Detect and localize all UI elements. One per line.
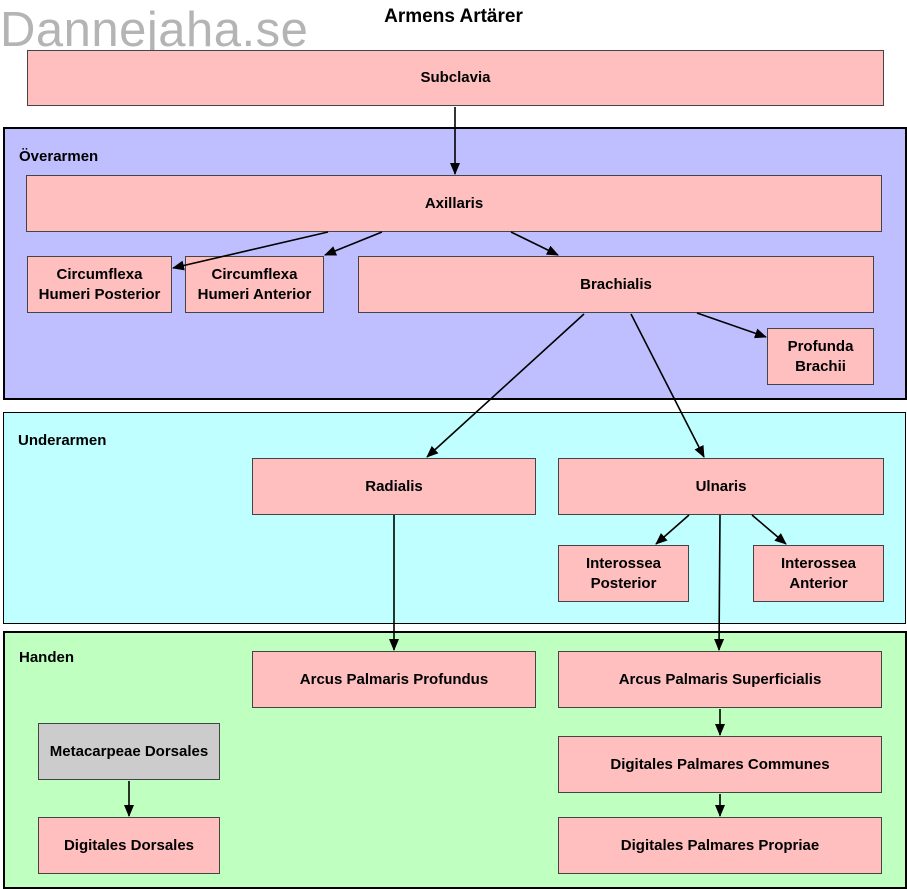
arrow-axillaris-circumflexa-anterior [324, 231, 383, 256]
region-underarmen-label: Underarmen [18, 432, 107, 449]
node-radialis: Radialis [252, 458, 536, 515]
diagram-title: Armens Artärer [384, 6, 523, 27]
node-profunda-brachii: Profunda Brachii [767, 328, 874, 385]
region-handen-label: Handen [19, 649, 75, 666]
node-metacarpeae-dorsales: Metacarpeae Dorsales [38, 723, 220, 780]
arrow-brachialis-radialis [426, 313, 585, 458]
arrow-ulnaris-interossea-anterior [751, 514, 787, 545]
node-digitales-dorsales: Digitales Dorsales [38, 817, 220, 874]
arrow-axillaris-brachialis [510, 231, 559, 256]
node-digitales-palmares-communes: Digitales Palmares Communes [558, 736, 882, 793]
node-interossea-anterior: Interossea Anterior [753, 545, 884, 602]
node-digitales-palmares-propriae: Digitales Palmares Propriae [558, 817, 882, 874]
watermark: Dannejaha.se [0, 3, 309, 57]
arrow-ulnaris-interossea-posterior [655, 514, 690, 545]
arrow-brachialis-ulnaris [630, 313, 705, 458]
node-ulnaris: Ulnaris [558, 458, 884, 515]
arrow-axillaris-circumflexa-posterior [172, 231, 329, 271]
node-interossea-posterior: Interossea Posterior [558, 545, 689, 602]
region-overarmen-label: Överarmen [19, 148, 99, 165]
node-axillaris: Axillaris [26, 175, 882, 232]
arrow-brachialis-profunda-brachii [696, 312, 767, 339]
node-subclavia: Subclavia [27, 50, 884, 106]
node-arcus-palmaris-superficialis: Arcus Palmaris Superficialis [558, 651, 882, 708]
node-circumflexa-humeri-posterior: Circumflexa Humeri Posterior [27, 256, 172, 313]
node-circumflexa-humeri-anterior: Circumflexa Humeri Anterior [185, 256, 324, 313]
arrow-ulnaris-arcus-superficialis [714, 514, 725, 651]
node-brachialis: Brachialis [358, 256, 874, 313]
node-arcus-palmaris-profundus: Arcus Palmaris Profundus [252, 651, 536, 708]
